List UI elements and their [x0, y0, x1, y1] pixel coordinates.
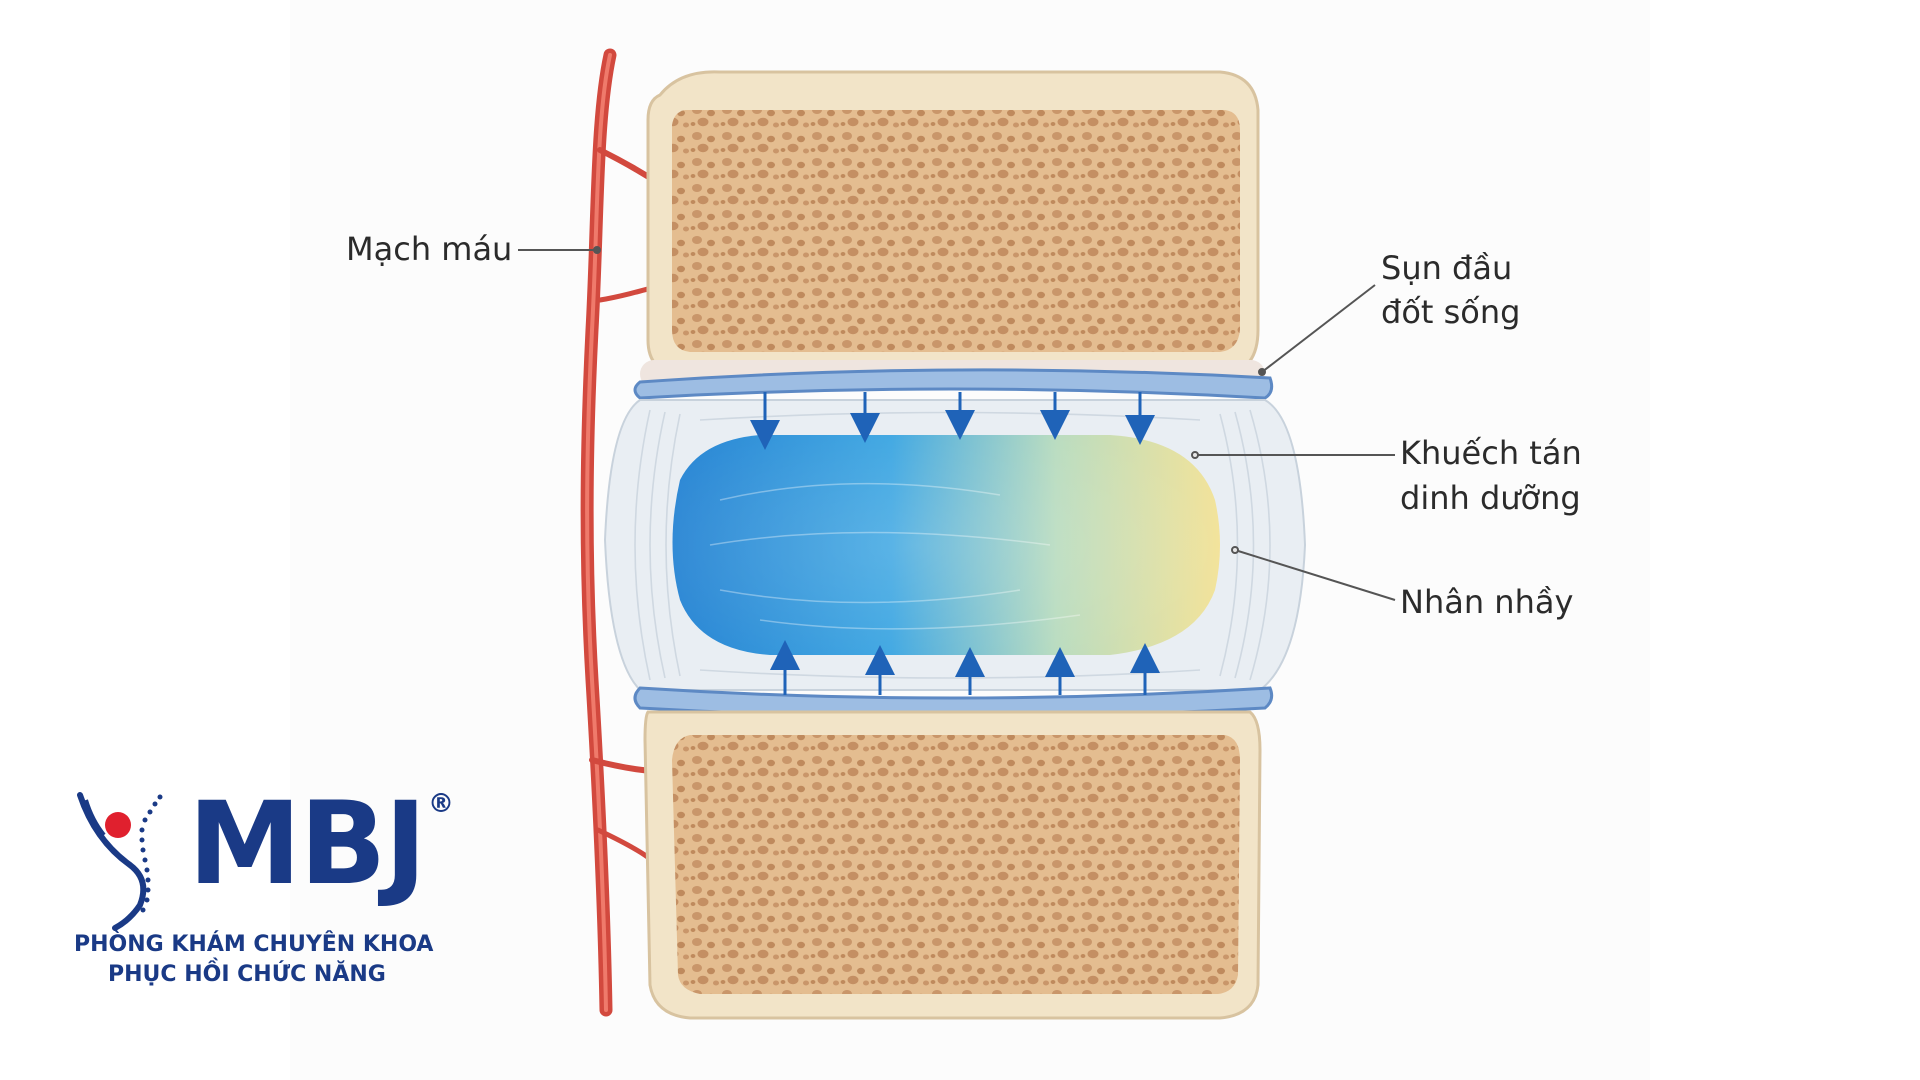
logo-tagline-line2: PHỤC HỒI CHỨC NĂNG: [108, 962, 386, 987]
label-blood-vessel: Mạch máu: [346, 230, 513, 268]
upper-endplate: [633, 368, 1274, 400]
label-endplate-line2: đốt sống: [1381, 293, 1521, 331]
leader-lines: [518, 246, 1396, 601]
label-endplate-line1: Sụn đầu: [1381, 249, 1513, 287]
diffusion-arrows: [750, 392, 1160, 695]
logo-wordmark: MBJ: [188, 777, 427, 910]
leader-endplate: [1261, 284, 1376, 373]
lower-endplate: [633, 686, 1274, 719]
leader-nucleus: [1234, 549, 1396, 601]
lower-vertebra: [643, 710, 1262, 1020]
label-nucleus: Nhân nhầy: [1400, 583, 1574, 621]
logo-tagline-line1: PHÒNG KHÁM CHUYÊN KHOA: [74, 932, 434, 957]
mbj-logo-mark: [77, 792, 163, 931]
nucleus-pulposus: [672, 435, 1220, 655]
upper-vertebra: [640, 70, 1265, 388]
logo-registered-mark: ®: [428, 789, 454, 819]
label-diffusion-line1: Khuếch tán: [1400, 434, 1582, 472]
label-diffusion-line2: dinh dưỡng: [1400, 479, 1581, 517]
